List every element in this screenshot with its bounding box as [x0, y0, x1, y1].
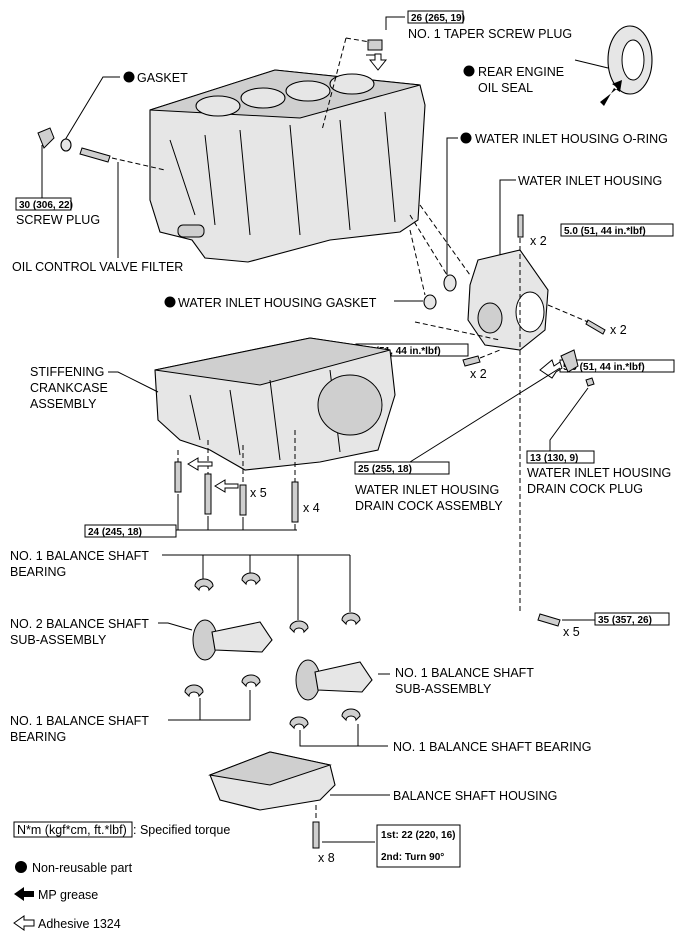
bearing-b-label-2: BEARING: [10, 730, 66, 744]
adhesive-arrow: [187, 457, 213, 471]
stiff-label-3: ASSEMBLY: [30, 397, 97, 411]
adhesive-arrow: [539, 359, 563, 379]
rear-seal-label-2: OIL SEAL: [478, 81, 533, 95]
taper-plug-label: NO. 1 TAPER SCREW PLUG: [408, 27, 572, 41]
bearing-a-label-1: NO. 1 BALANCE SHAFT: [10, 549, 149, 563]
drain-cock-label-1: WATER INLET HOUSING: [355, 483, 499, 497]
wih-right-qty: x 2: [610, 323, 627, 337]
drain-plug-torque: 13 (130, 9): [530, 453, 578, 464]
cylinder-block: [149, 69, 426, 263]
legend-mp-grease: MP grease: [38, 888, 98, 902]
adhesive-arrow: [368, 53, 388, 71]
housing-bolt-torque: 35 (357, 26): [598, 615, 652, 626]
bearing-b-label-1: NO. 1 BALANCE SHAFT: [10, 714, 149, 728]
legend-torque-text: : Specified torque: [133, 823, 230, 837]
non-reusable-dot: [460, 132, 472, 144]
taper-plug-torque: 26 (265, 19): [411, 13, 465, 24]
legend: N*m (kgf*cm, ft.*lbf) : Specified torque…: [13, 821, 230, 931]
wih-gasket-label: WATER INLET HOUSING GASKET: [178, 296, 377, 310]
drain-cock-label-2: DRAIN COCK ASSEMBLY: [355, 499, 503, 513]
crankcase-torque: 24 (245, 18): [88, 527, 142, 538]
no1-shaft-label-2: SUB-ASSEMBLY: [395, 682, 492, 696]
wih-label: WATER INLET HOUSING: [518, 174, 662, 188]
water-inlet-housing: WATER INLET HOUSING O-RING WATER INLET H…: [164, 132, 675, 639]
stiff-label-2: CRANKCASE: [30, 381, 108, 395]
non-reusable-icon: [15, 861, 27, 873]
non-reusable-dot: [123, 71, 135, 83]
balance-shaft-housing: BALANCE SHAFT HOUSING x 8 1st: 22 (220, …: [208, 751, 557, 868]
balance-shafts: NO. 1 BALANCE SHAFT BEARING NO. 2 BALANC…: [10, 549, 591, 754]
gasket-group: GASKET 30 (306, 22) SCREW PLUG OIL CONTR…: [12, 71, 188, 274]
taper-screw-plug: 26 (265, 19) NO. 1 TAPER SCREW PLUG: [321, 10, 572, 131]
screw-plug-torque: 30 (306, 22): [19, 200, 73, 211]
crank-qty-b: x 4: [303, 501, 320, 515]
adhesive-icon: [13, 915, 35, 931]
legend-non-reusable: Non-reusable part: [32, 861, 133, 875]
no1-shaft-label-1: NO. 1 BALANCE SHAFT: [395, 666, 534, 680]
crank-qty-a: x 5: [250, 486, 267, 500]
wih-left-qty: x 2: [470, 367, 487, 381]
drain-cock-torque: 25 (255, 18): [358, 464, 412, 475]
mp-grease-icon: [14, 887, 34, 901]
ocv-filter-label: OIL CONTROL VALVE FILTER: [12, 260, 183, 274]
screw-plug-label: SCREW PLUG: [16, 213, 100, 227]
bearing-c-label: NO. 1 BALANCE SHAFT BEARING: [393, 740, 591, 754]
wih-oring-label: WATER INLET HOUSING O-RING: [475, 132, 668, 146]
housing-qty: x 5: [563, 625, 580, 639]
non-reusable-dot: [463, 65, 475, 77]
stiffening-crankcase: STIFFENING CRANKCASE ASSEMBLY x 5 x 4 24…: [30, 337, 396, 538]
rear-oil-seal: REAR ENGINE OIL SEAL: [463, 25, 653, 106]
no2-shaft-label-1: NO. 2 BALANCE SHAFT: [10, 617, 149, 631]
bearing-a-label-2: BEARING: [10, 565, 66, 579]
stiff-label-1: STIFFENING: [30, 365, 104, 379]
balance-1st-torque: 1st: 22 (220, 16): [381, 830, 456, 841]
gasket-label: GASKET: [137, 71, 188, 85]
wih-top-torque: 5.0 (51, 44 in.*lbf): [564, 226, 646, 237]
wih-right-torque: 5.0 (51, 44 in.*lbf): [563, 362, 645, 373]
drain-plug-label-1: WATER INLET HOUSING: [527, 466, 671, 480]
adhesive-arrow: [214, 479, 239, 493]
wih-top-qty: x 2: [530, 234, 547, 248]
drain-plug-label-2: DRAIN COCK PLUG: [527, 482, 643, 496]
non-reusable-dot: [164, 296, 176, 308]
legend-adhesive: Adhesive 1324: [38, 917, 121, 931]
balance-qty: x 8: [318, 851, 335, 865]
balance-2nd-torque: 2nd: Turn 90°: [381, 852, 444, 863]
wih-left-torque: 5.0 (51, 44 in.*lbf): [359, 346, 441, 357]
mp-grease-arrow: [600, 80, 622, 106]
rear-seal-label-1: REAR ENGINE: [478, 65, 564, 79]
no2-shaft-label-2: SUB-ASSEMBLY: [10, 633, 107, 647]
housing-label: BALANCE SHAFT HOUSING: [393, 789, 557, 803]
legend-torque-unit: N*m (kgf*cm, ft.*lbf): [17, 823, 127, 837]
